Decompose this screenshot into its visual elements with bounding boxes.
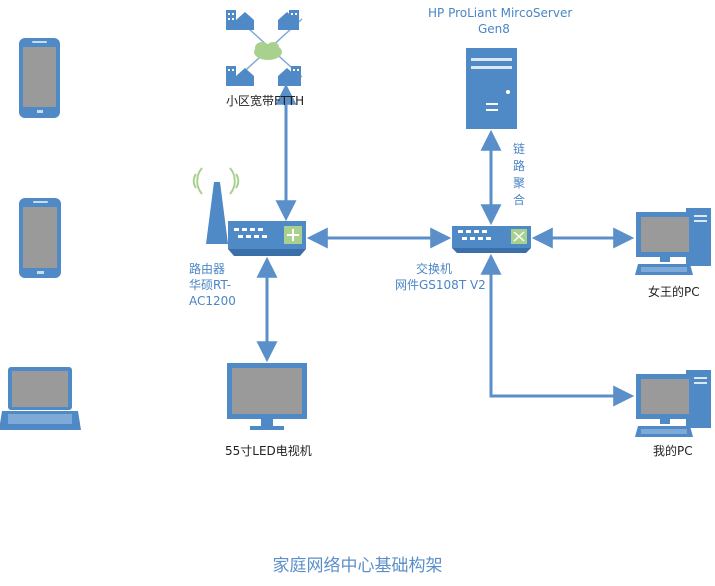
broadband-network-icon xyxy=(226,10,303,86)
router-label-line3: AC1200 xyxy=(189,294,236,308)
link-aggregation-label: 链路聚合 xyxy=(512,142,525,207)
server-subtitle: Gen8 xyxy=(478,22,510,36)
tv-icon xyxy=(227,363,307,430)
router-label-line2: 华硕RT- xyxy=(189,278,232,292)
switch-label-line1: 交换机 xyxy=(416,262,453,276)
link-switch-pc-mine xyxy=(480,253,635,407)
server-icon xyxy=(466,48,517,129)
pc-mine-icon xyxy=(635,370,711,437)
pc-queen-icon xyxy=(635,208,711,275)
pc-queen-label: 女王的PC xyxy=(648,285,700,299)
phone-icon xyxy=(19,38,60,118)
router-icon xyxy=(192,167,306,256)
diagram-caption: 家庭网络中心基础构架 xyxy=(272,556,443,576)
tablet-icon xyxy=(19,198,61,278)
broadband-label: 小区宽带FTTH xyxy=(226,94,305,108)
switch-label-line2: 网件GS108T V2 xyxy=(395,278,486,292)
server-title: HP ProLiant MircoServer xyxy=(428,6,573,20)
tv-label: 55寸LED电视机 xyxy=(225,444,312,458)
pc-mine-label: 我的PC xyxy=(653,444,693,458)
switch-icon xyxy=(452,226,531,253)
laptop-icon xyxy=(0,367,81,430)
router-label-line1: 路由器 xyxy=(189,262,226,276)
